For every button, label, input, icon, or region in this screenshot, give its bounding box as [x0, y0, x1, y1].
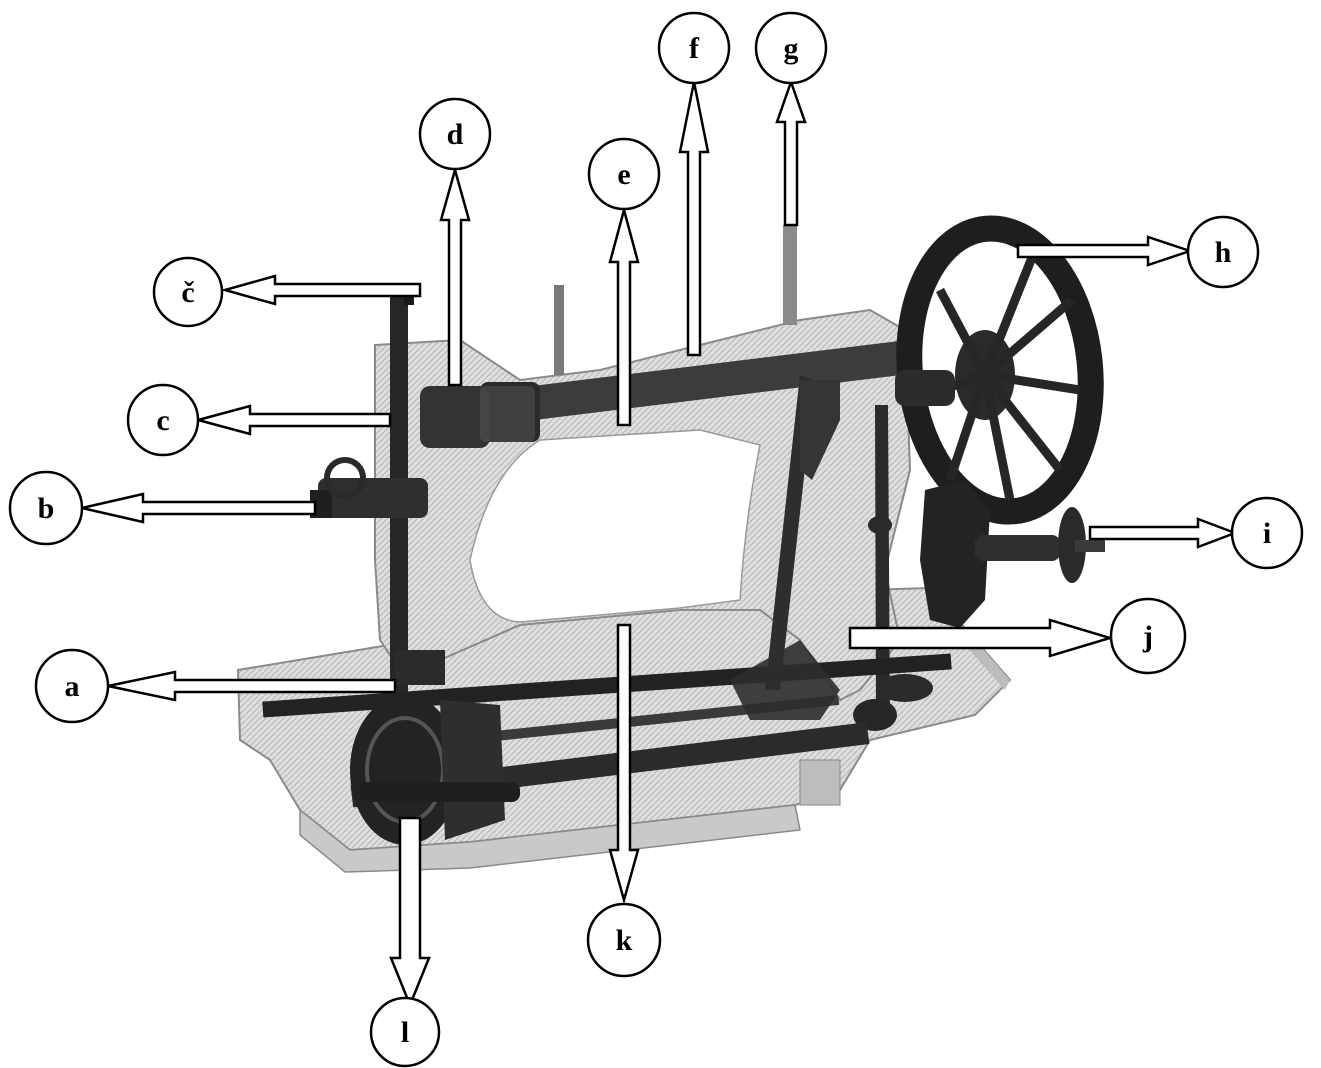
- callout-l: l: [369, 996, 441, 1068]
- callout-e: e: [587, 137, 661, 211]
- callout-d: d: [418, 97, 492, 171]
- arrow-k: [608, 623, 640, 905]
- label-b: b: [38, 492, 55, 525]
- arm-shaft: [420, 340, 911, 448]
- callout-b: b: [8, 470, 84, 546]
- arrow-d: [439, 165, 471, 387]
- label-l: l: [401, 1016, 409, 1049]
- label-g: g: [784, 32, 799, 65]
- arrow-c: [193, 404, 392, 436]
- arrow-a: [107, 670, 397, 702]
- connecting-rods: [765, 375, 897, 731]
- callout-cc: č: [152, 256, 224, 328]
- spool-pin-right: [783, 225, 797, 325]
- callout-f: f: [657, 11, 731, 85]
- arrow-g: [775, 78, 807, 227]
- label-cc: č: [181, 276, 194, 309]
- callout-arrows: [81, 78, 1239, 1009]
- label-k: k: [616, 924, 633, 957]
- arrow-b: [81, 492, 317, 524]
- bobbin-winder: [920, 480, 1105, 628]
- label-a: a: [65, 670, 80, 703]
- callout-h: h: [1186, 215, 1260, 289]
- label-e: e: [617, 158, 630, 191]
- callout-labels: a b c č d e f g: [8, 11, 1304, 1068]
- callout-j: j: [1109, 597, 1187, 675]
- arrow-cc: [220, 274, 422, 306]
- label-c: c: [156, 404, 169, 437]
- callout-k: k: [586, 902, 662, 978]
- arrow-f: [678, 81, 710, 357]
- arrow-i: [1088, 517, 1239, 549]
- label-j: j: [1142, 620, 1153, 653]
- arrow-e: [608, 205, 640, 427]
- arrow-j: [848, 618, 1115, 658]
- callout-a: a: [34, 648, 110, 724]
- hand-wheel: [895, 215, 1104, 525]
- label-d: d: [447, 118, 464, 151]
- label-f: f: [689, 32, 700, 65]
- callout-g: g: [754, 11, 828, 85]
- label-h: h: [1215, 236, 1232, 269]
- label-i: i: [1263, 517, 1271, 550]
- callout-i: i: [1230, 496, 1304, 570]
- arrow-l: [389, 816, 431, 1009]
- callout-c: c: [126, 383, 200, 457]
- shuttle-assembly: [350, 695, 520, 845]
- machine-illustration: [236, 215, 1105, 873]
- spool-pin-left: [554, 285, 564, 375]
- arrow-h: [1016, 235, 1194, 267]
